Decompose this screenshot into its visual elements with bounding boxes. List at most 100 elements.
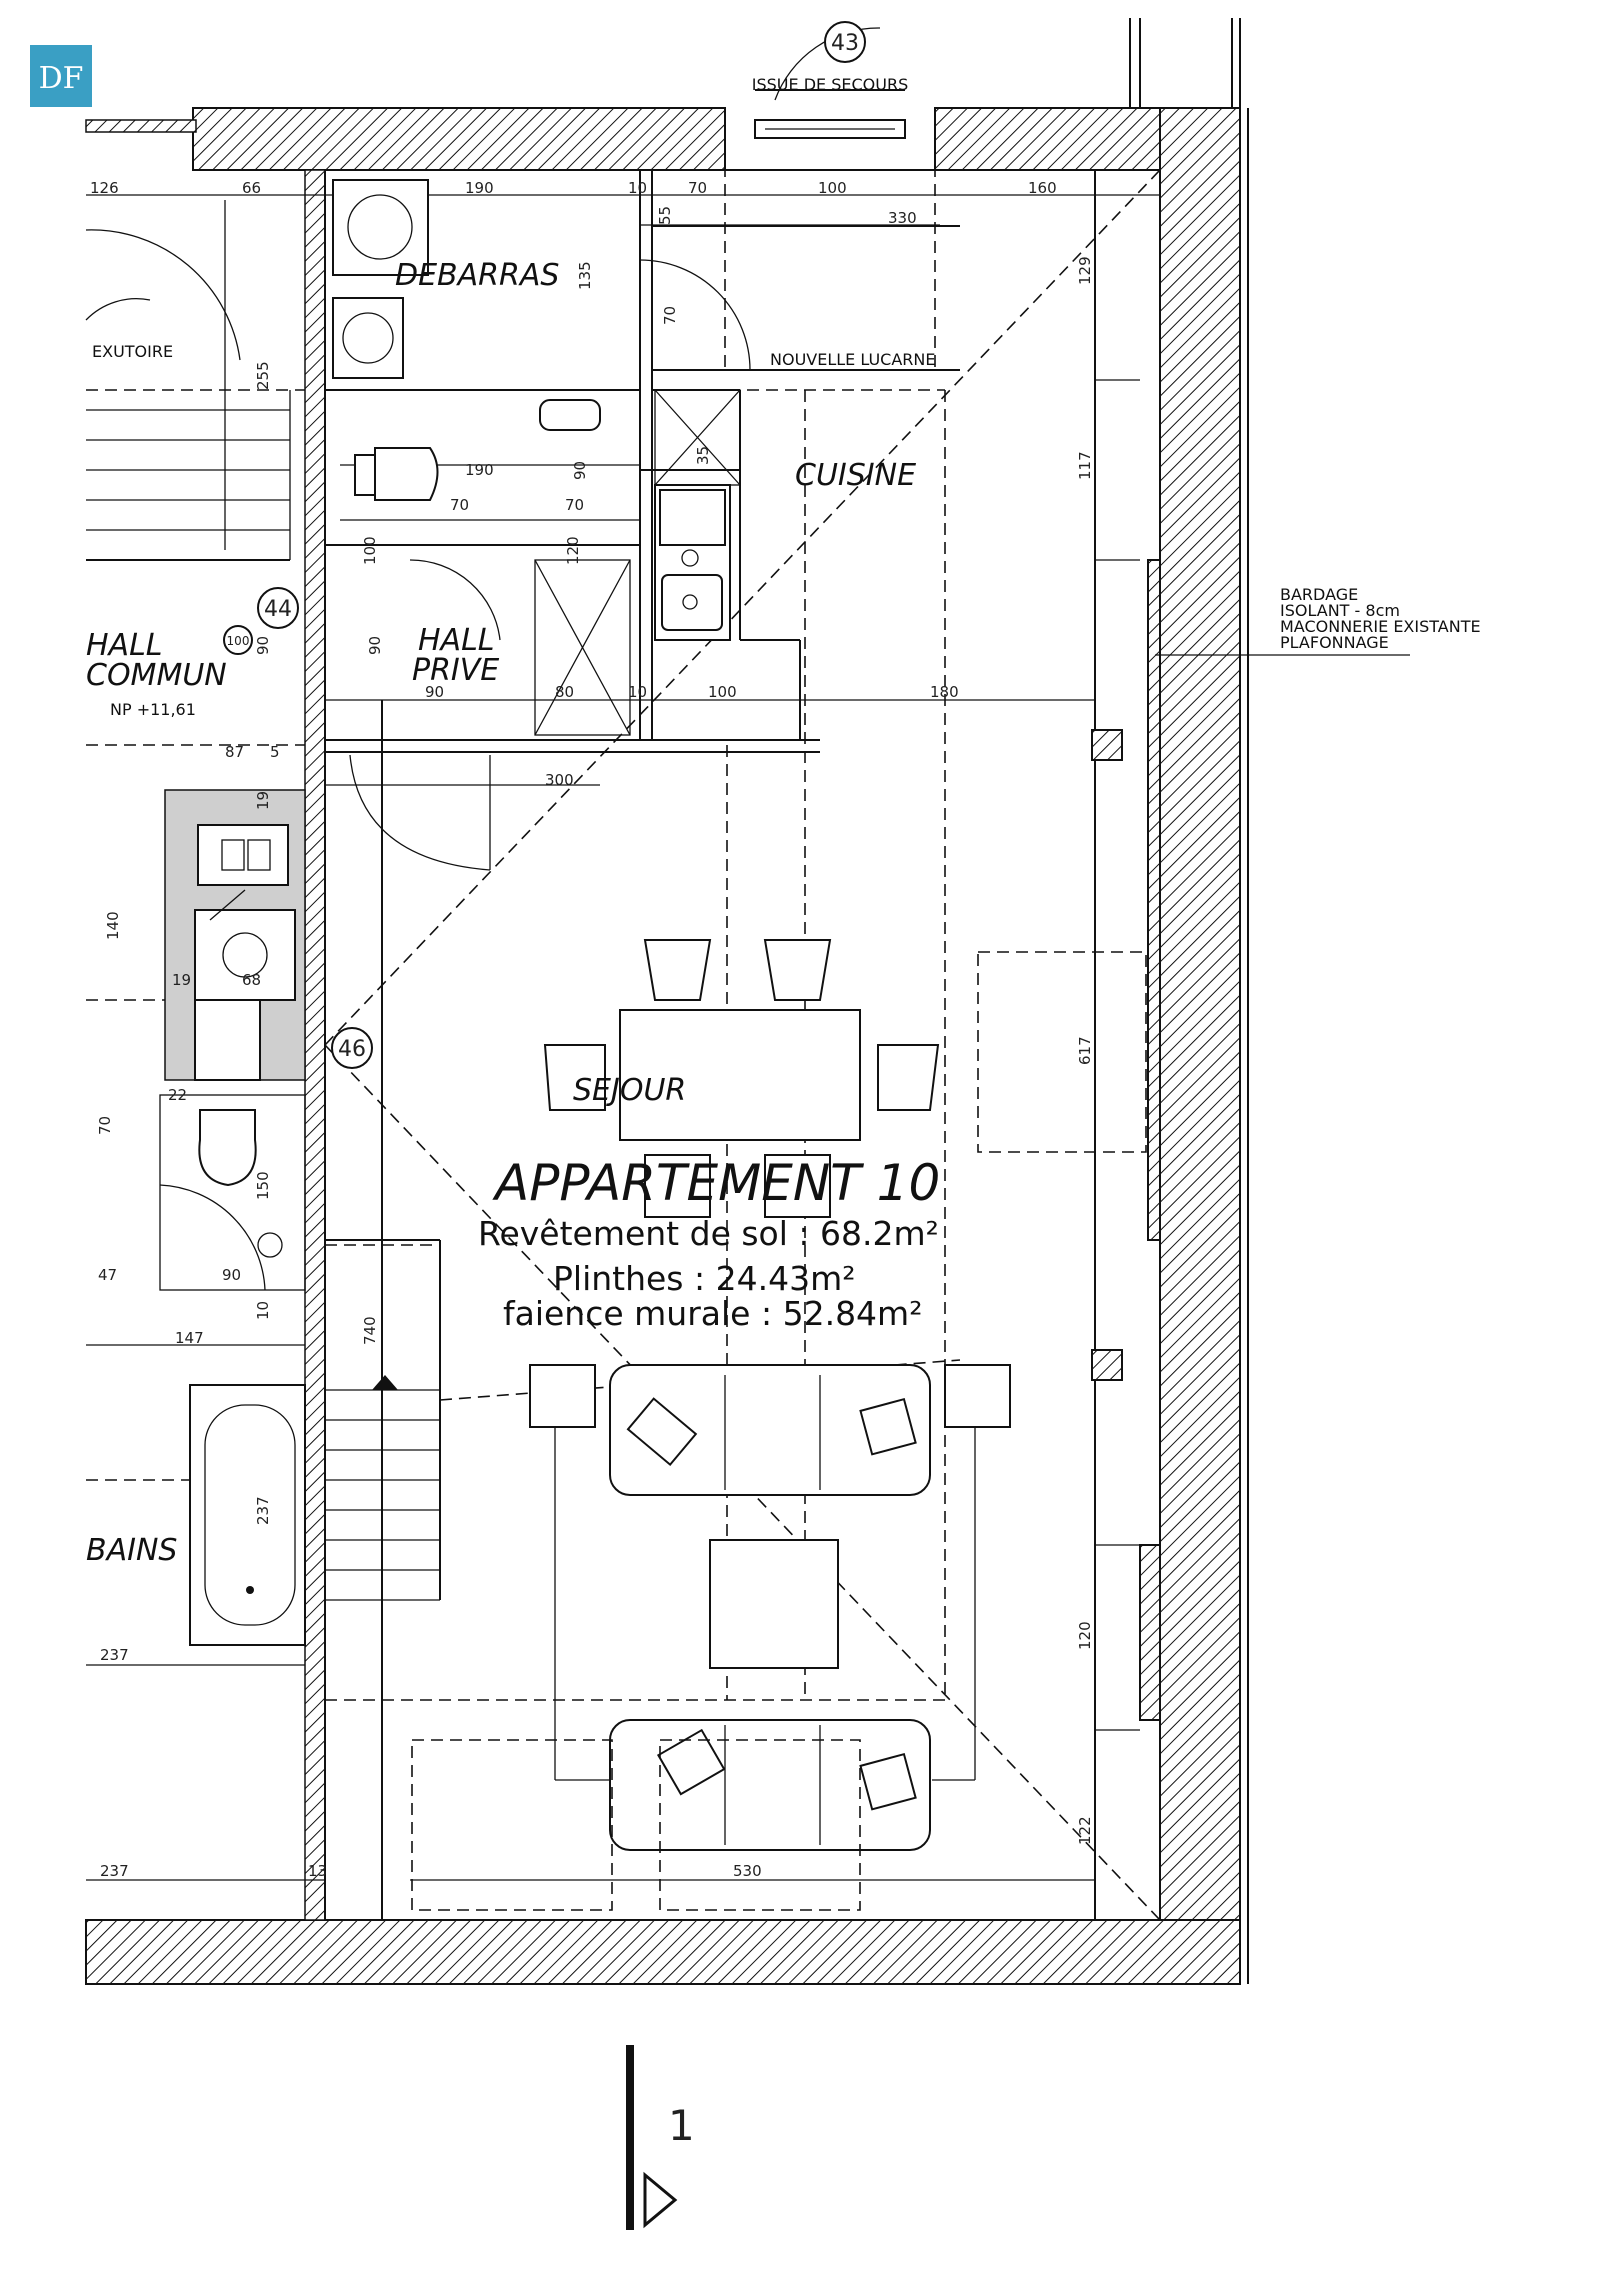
apartment-title: APPARTEMENT 10 bbox=[492, 1154, 940, 1212]
shower-cross bbox=[534, 559, 631, 736]
bathtub-area bbox=[189, 1384, 306, 1646]
logo-text: DF bbox=[39, 61, 84, 96]
dim-label: 22 bbox=[168, 1086, 187, 1104]
bathtub-inner bbox=[204, 1404, 296, 1626]
shaft-cabinet bbox=[197, 824, 289, 886]
wall-bottom bbox=[85, 1919, 1241, 1985]
dim-label: 190 bbox=[465, 179, 494, 197]
kitchen-sink bbox=[661, 574, 723, 631]
dim-label: 90 bbox=[254, 636, 272, 655]
dim-label: 120 bbox=[1076, 1621, 1094, 1650]
marker-43 bbox=[824, 21, 866, 63]
shaft-lower bbox=[194, 999, 261, 1081]
chair bbox=[644, 1154, 711, 1218]
wall-legend: BARDAGE ISOLANT - 8cm MACONNERIE EXISTAN… bbox=[1155, 585, 1481, 656]
cushion bbox=[656, 1728, 726, 1796]
dim-label: 300 bbox=[545, 771, 574, 789]
dim-label: 740 bbox=[361, 1316, 379, 1345]
cuisine-label: CUISINE bbox=[795, 458, 916, 493]
section-number: 1 bbox=[668, 2101, 695, 2150]
boiler-tank bbox=[342, 312, 394, 364]
rug bbox=[659, 1739, 861, 1911]
dim-label: 19 bbox=[254, 791, 272, 810]
legend-line-3: MACONNERIE EXISTANTE bbox=[1280, 617, 1481, 636]
kitchen-units bbox=[654, 484, 731, 641]
diagonal-guide bbox=[324, 169, 1161, 1046]
dim-label: 330 bbox=[888, 209, 917, 227]
dim-label: 120 bbox=[564, 536, 582, 565]
toilet-tank bbox=[354, 454, 376, 496]
column-marker bbox=[1091, 1349, 1123, 1381]
dim-label: 87 bbox=[225, 743, 244, 761]
company-logo: DF bbox=[30, 45, 92, 107]
dim-label: 35 bbox=[694, 446, 712, 465]
marker-46 bbox=[331, 1027, 373, 1069]
hob bbox=[659, 489, 726, 546]
fridge-cross bbox=[654, 389, 741, 486]
section-arrow-icon bbox=[643, 2171, 678, 2229]
washing-machine-drum bbox=[347, 194, 413, 260]
dim-label: 68 bbox=[242, 971, 261, 989]
floor-area: Revêtement de sol : 68.2m² bbox=[478, 1214, 939, 1253]
dim-label: 5 bbox=[270, 743, 280, 761]
dim-label: 66 bbox=[242, 179, 261, 197]
chair bbox=[543, 1044, 606, 1111]
debarras-label: DEBARRAS bbox=[395, 258, 559, 293]
dim-label: 237 bbox=[254, 1496, 272, 1525]
section-cut-marker: 1 bbox=[626, 2045, 695, 2230]
dim-label: 47 bbox=[98, 1266, 117, 1284]
dim-label: 10 bbox=[254, 1301, 272, 1320]
private-stairs bbox=[325, 1375, 440, 1601]
bains-label: BAINS bbox=[86, 1533, 177, 1568]
dim-label: 19 bbox=[172, 971, 191, 989]
marker-44-label: 44 bbox=[264, 597, 292, 622]
apartment-summary: APPARTEMENT 10 Revêtement de sol : 68.2m… bbox=[478, 1154, 940, 1333]
rug bbox=[977, 951, 1147, 1153]
stair-arrow-head bbox=[372, 1375, 398, 1390]
dim-label: 180 bbox=[930, 683, 959, 701]
baseboards: Plinthes : 24.43m² bbox=[553, 1259, 855, 1298]
exutoire-label: EXUTOIRE bbox=[92, 342, 173, 361]
dim-label: 530 bbox=[733, 1862, 762, 1880]
legend-line-2: ISOLANT - 8cm bbox=[1280, 601, 1400, 620]
dim-label: 90 bbox=[425, 683, 444, 701]
dimension-labels: 126 66 190 10 70 100 160 330 55 129 135 … bbox=[90, 179, 1094, 1880]
wall-tiles: faience murale : 52.84m² bbox=[503, 1294, 922, 1333]
wall-top-far-left bbox=[85, 119, 197, 133]
hall-commun-label: HALL bbox=[86, 628, 163, 663]
dim-label: 10 bbox=[628, 179, 647, 197]
section-cut-line bbox=[626, 2045, 634, 2230]
dim-label: 160 bbox=[1028, 179, 1057, 197]
shaft-inner bbox=[194, 909, 296, 1001]
dim-label: 129 bbox=[1076, 256, 1094, 285]
cushion bbox=[859, 1397, 917, 1456]
wall-top-left bbox=[192, 107, 726, 171]
dim-label: 90 bbox=[366, 636, 384, 655]
shaft-door bbox=[247, 839, 271, 871]
nouvelle-lucarne-label: NOUVELLE LUCARNE bbox=[770, 350, 936, 369]
chair bbox=[763, 939, 832, 1001]
dim-label: 122 bbox=[1076, 1816, 1094, 1845]
left-basin bbox=[257, 1232, 283, 1258]
sink-drain bbox=[682, 594, 698, 610]
section-markers: 44 46 100 bbox=[223, 587, 373, 1069]
dim-label: 13 bbox=[308, 1862, 327, 1880]
bathtub-drain bbox=[246, 1586, 254, 1594]
stair-curve bbox=[85, 298, 151, 321]
shaft-door bbox=[221, 839, 245, 871]
dim-label: 237 bbox=[100, 1646, 129, 1664]
door-swing bbox=[409, 559, 501, 641]
bathtub-outer bbox=[189, 1384, 306, 1646]
marker-100 bbox=[223, 625, 253, 655]
dim-label: 126 bbox=[90, 179, 119, 197]
logo-square bbox=[30, 45, 92, 107]
dim-label: 140 bbox=[104, 911, 122, 940]
dim-label: 135 bbox=[576, 261, 594, 290]
dim-label: 147 bbox=[175, 1329, 204, 1347]
column-marker bbox=[1091, 729, 1123, 761]
small-basin bbox=[539, 399, 601, 431]
door-swing bbox=[349, 754, 491, 871]
dim-label: 617 bbox=[1076, 1036, 1094, 1065]
dim-label: 70 bbox=[661, 306, 679, 325]
emergency-exit: ISSUE DE SECOURS 43 bbox=[752, 21, 908, 139]
